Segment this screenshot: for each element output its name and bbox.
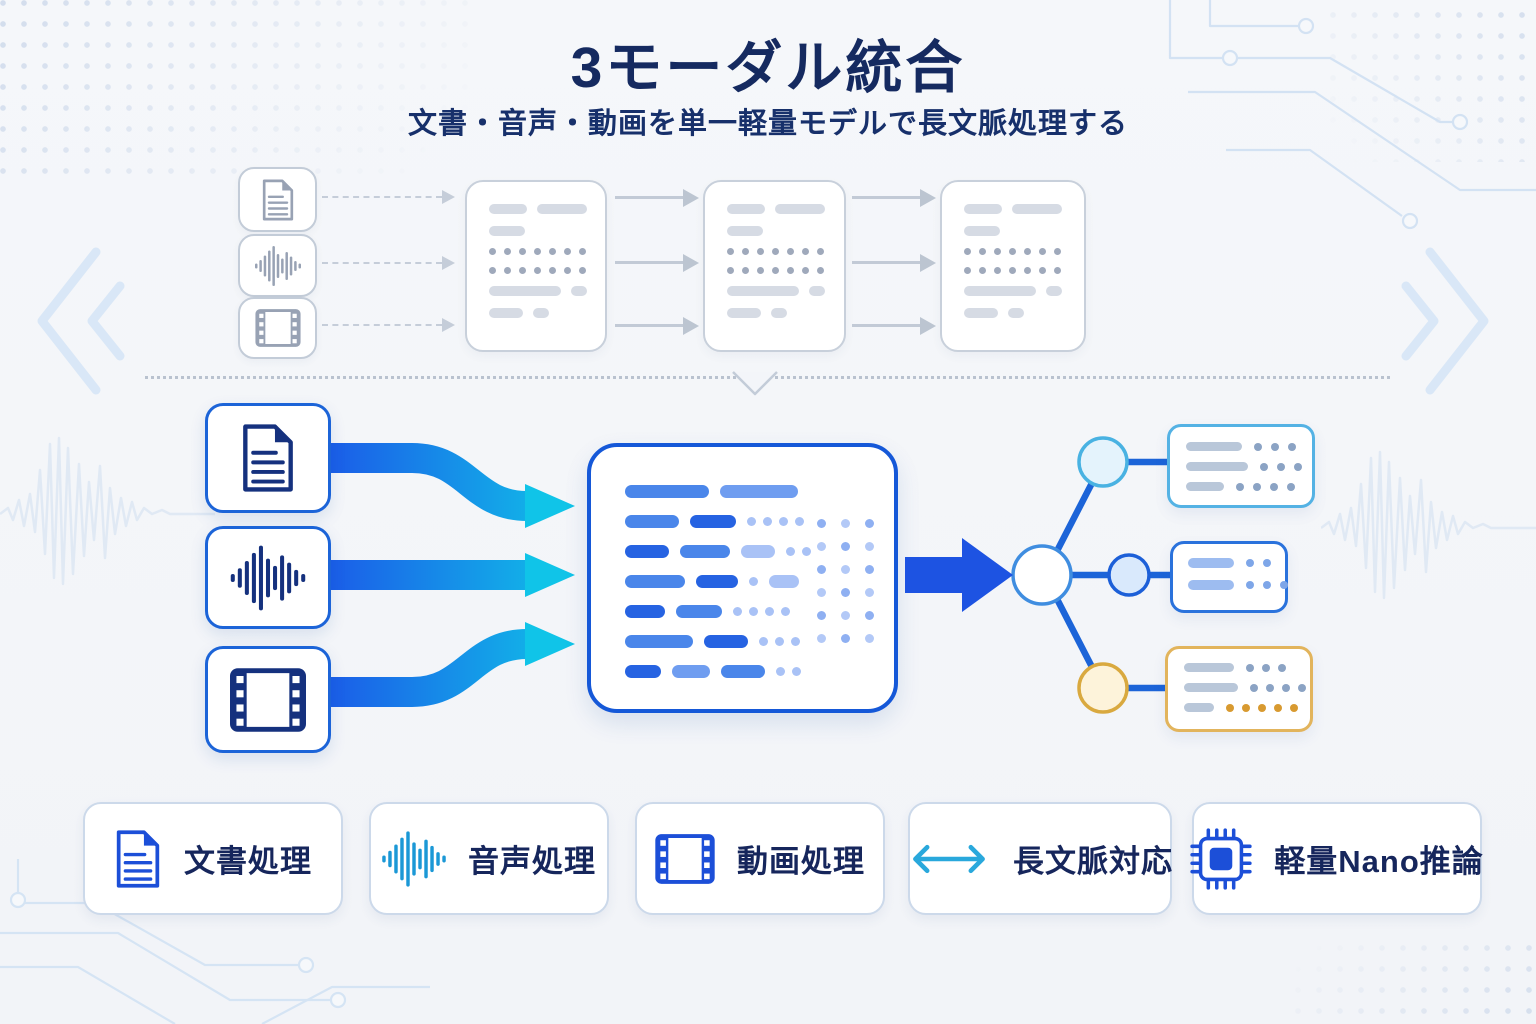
output-card-top: [1167, 424, 1315, 508]
stage-arrow: [852, 253, 936, 272]
branch-node-blue: [1107, 553, 1151, 597]
faded-token-card-3: [940, 180, 1086, 352]
legend-label: 長文脈対応: [1013, 844, 1173, 879]
output-card-bottom: [1165, 646, 1313, 732]
film-icon: [655, 834, 715, 884]
waveform-right: [1321, 450, 1536, 600]
output-tree: [1011, 436, 1179, 714]
token-rows: [727, 204, 825, 318]
page-title: 3モーダル統合: [570, 36, 966, 100]
stage-arrow: [615, 253, 699, 272]
legend-card-video: 動画処理: [635, 802, 885, 915]
film-icon: [255, 309, 301, 347]
dot-grid-bottom-right: [1295, 945, 1536, 1024]
dashed-arrow: [322, 318, 455, 332]
input-film-tile: [205, 646, 331, 753]
faded-input-document-tile: [238, 167, 317, 232]
circuit-trace-bottom-left: [0, 859, 430, 1024]
fusion-model-box: [587, 443, 898, 713]
legend-card-document: 文書処理: [83, 802, 343, 915]
legend-card-audio: 音声処理: [369, 802, 609, 915]
document-icon: [114, 830, 162, 888]
chevrons-left-icon: [37, 247, 125, 395]
page-subtitle: 文書・音声・動画を単一軽量モデルで長文脈処理する: [407, 108, 1128, 140]
document-icon: [261, 179, 295, 221]
stage-arrow: [852, 316, 936, 335]
output-card-middle: [1170, 541, 1288, 613]
branch-node-cyan: [1077, 436, 1129, 488]
waveform-left: [0, 436, 215, 586]
dot-grid-top-right: [1330, 12, 1536, 162]
audio-waveform-icon: [382, 830, 446, 888]
flow-arrows: [327, 443, 575, 707]
legend-card-nano-inference: 軽量Nano推論: [1190, 802, 1484, 915]
input-audio-tile: [205, 526, 331, 629]
input-document-tile: [205, 403, 331, 513]
legend-label: 音声処理: [468, 844, 596, 879]
dashed-arrow: [322, 190, 455, 204]
document-icon: [240, 424, 296, 492]
faded-token-card-2: [703, 180, 846, 352]
long-context-arrows-icon: [907, 840, 991, 878]
token-rows: [964, 204, 1062, 318]
film-icon: [229, 668, 307, 732]
faded-input-film-tile: [238, 297, 317, 359]
stage-arrow: [615, 188, 699, 207]
circuit-trace-top-right: [1168, 0, 1536, 230]
faded-token-card-1: [465, 180, 607, 352]
dashed-arrow: [322, 256, 455, 270]
fusion-token-rows: [625, 485, 811, 695]
stage-arrow: [852, 188, 936, 207]
legend-card-long-context: 長文脈対応: [908, 802, 1172, 915]
branch-node-gold: [1077, 662, 1129, 714]
audio-waveform-icon: [255, 245, 301, 287]
faded-input-audio-tile: [238, 234, 317, 297]
nano-chip-icon: [1190, 828, 1252, 890]
stage-arrow: [615, 316, 699, 335]
chevrons-right-icon: [1401, 247, 1489, 395]
dot-grid-top-left: [0, 0, 470, 185]
audio-waveform-icon: [229, 544, 307, 612]
legend-label: 文書処理: [184, 844, 312, 879]
token-rows: [489, 204, 587, 318]
fusion-dot-grid: [817, 519, 874, 643]
legend-label: 動画処理: [737, 844, 865, 879]
legend-label: 軽量Nano推論: [1274, 844, 1484, 879]
output-arrow-icon: [905, 538, 1013, 612]
chevron-down-icon: [732, 371, 778, 396]
